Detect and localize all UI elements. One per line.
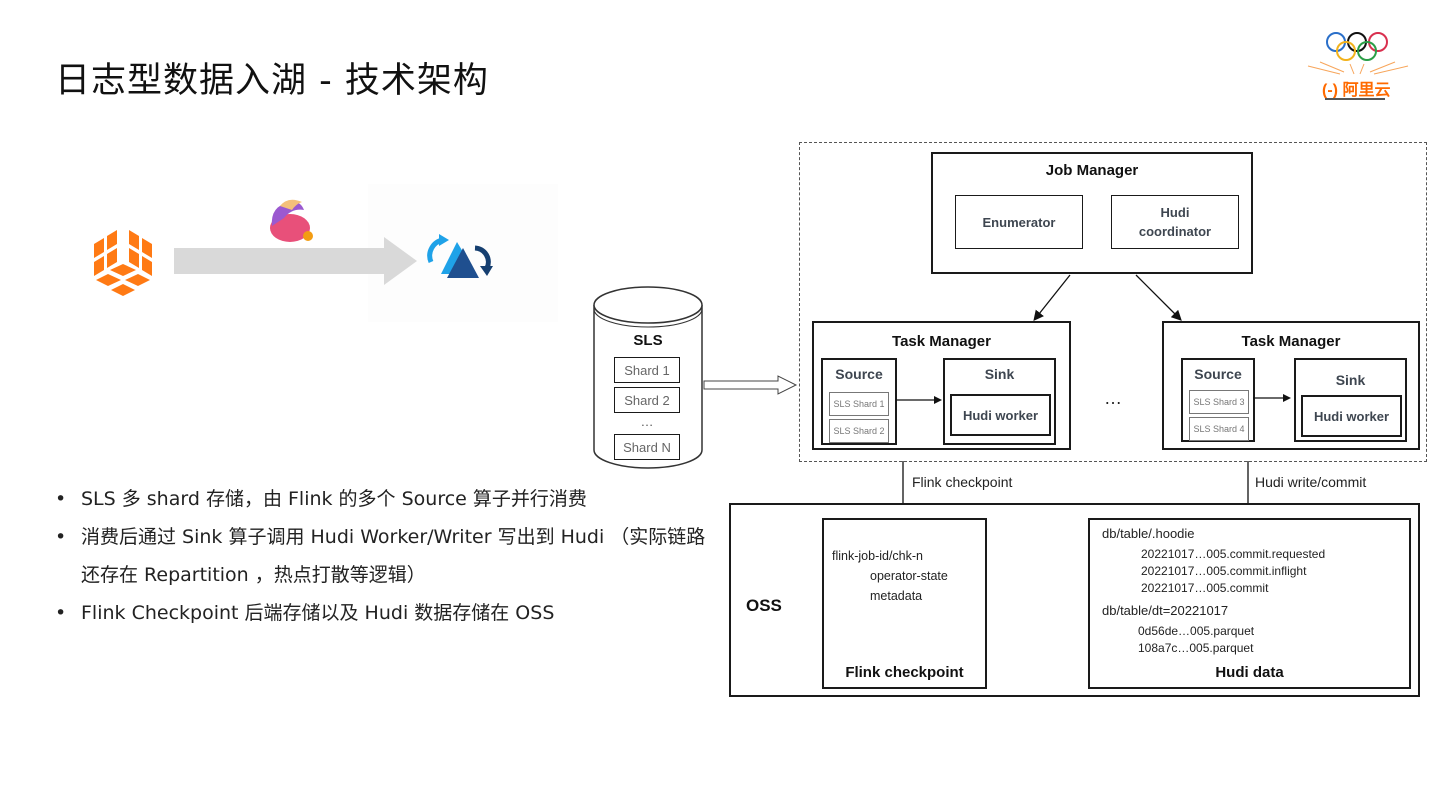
source-label: Source (1194, 366, 1242, 382)
sls-shard: Shard N (614, 434, 680, 460)
job-manager-box: Job Manager Enumerator Hudi coordinator (931, 152, 1253, 274)
arrow-to-tm2 (1135, 274, 1182, 321)
bullet-text: 消费后通过 Sink 算子调用 Hudi Worker/Writer 写出到 H… (81, 526, 706, 586)
task-manager-ellipsis: … (1104, 388, 1122, 408)
parquet-file: 0d56de…005.parquet (1138, 624, 1255, 638)
hoodie-file: 20221017…005.commit (1141, 581, 1269, 595)
sls-shard: Shard 1 (614, 357, 680, 383)
flink-checkpoint-title: Flink checkpoint (845, 664, 964, 681)
sink-box: Sink Hudi worker (943, 358, 1056, 445)
sls-shard: Shard 2 (614, 387, 680, 413)
jm-to-tm-arrows (1033, 274, 1182, 322)
checkpoint-path: flink-job-id/chk-n (832, 549, 924, 563)
task-manager-title: Task Manager (1241, 333, 1341, 350)
hoodie-file: 20221017…005.commit.requested (1141, 547, 1326, 561)
flow-arrow (174, 237, 417, 285)
alibaba-cloud-logo: (-) 阿里云 (1300, 26, 1415, 106)
bullet-text: Flink Checkpoint 后端存储以及 Hudi 数据存储在 OSS (81, 602, 555, 624)
coordinator-line2: coordinator (1138, 224, 1212, 239)
hudi-data-title: Hudi data (1215, 664, 1284, 681)
task-manager-title: Task Manager (892, 333, 991, 350)
sink-label: Sink (1335, 372, 1366, 388)
flink-cluster-boundary (799, 142, 1427, 462)
aliyun-brand-text: (-) 阿里云 (1322, 76, 1390, 100)
bullet-marker: • (55, 602, 67, 624)
partition-dir: db/table/dt=20221017 (1102, 603, 1229, 618)
hudi-data-box: db/table/.hoodie 20221017…005.commit.req… (1088, 518, 1411, 689)
task-manager-box: Task Manager Source SLS Shard 1 SLS Shar… (812, 321, 1071, 450)
hudi-worker-box: Hudi worker (950, 394, 1051, 436)
bullet-marker: • (55, 488, 67, 510)
page-title: 日志型数据入湖 - 技术架构 (55, 61, 489, 101)
arrow-to-tm1 (1033, 274, 1071, 322)
bullet-item: • 消费后通过 Sink 算子调用 Hudi Worker/Writer 写出到… (55, 518, 711, 594)
source-box: Source SLS Shard 1 SLS Shard 2 (821, 358, 897, 445)
sls-label: SLS (633, 332, 663, 349)
sls-shard-item: SLS Shard 2 (829, 419, 889, 443)
sls-shard-item: SLS Shard 4 (1189, 417, 1249, 441)
task-manager-box: Task Manager Source SLS Shard 3 SLS Shar… (1162, 321, 1420, 450)
hudi-coordinator-box: Hudi coordinator (1111, 195, 1239, 249)
hoodie-dir: db/table/.hoodie (1102, 526, 1195, 541)
source-label: Source (835, 366, 883, 382)
aliyun-bracket-icon: (-) (1322, 82, 1338, 99)
bullet-list: • SLS 多 shard 存储，由 Flink 的多个 Source 算子并行… (55, 480, 721, 632)
sls-cylinder (593, 286, 703, 469)
rays-icon (1307, 61, 1409, 75)
flink-checkpoint-box: flink-job-id/chk-n operator-state metada… (822, 518, 987, 689)
hudi-worker-box: Hudi worker (1301, 395, 1402, 437)
logo-tagline-line (1325, 98, 1385, 100)
aliyun-text: 阿里云 (1342, 82, 1391, 99)
commit-edge-label: Hudi write/commit (1255, 474, 1367, 490)
source-to-sink-arrow (896, 396, 942, 404)
sls-to-flink-arrow (703, 375, 798, 395)
sls-shard-ellipsis: … (640, 414, 654, 429)
job-manager-title: Job Manager (1045, 162, 1139, 179)
bullet-item: • SLS 多 shard 存储，由 Flink 的多个 Source 算子并行… (55, 480, 721, 518)
checkpoint-file: metadata (870, 589, 923, 603)
oss-box: OSS flink-job-id/chk-n operator-state me… (729, 503, 1420, 697)
bullet-text: SLS 多 shard 存储，由 Flink 的多个 Source 算子并行消费 (81, 488, 587, 510)
hoodie-file: 20221017…005.commit.inflight (1141, 564, 1307, 578)
bullet-item: • Flink Checkpoint 后端存储以及 Hudi 数据存储在 OSS (55, 594, 721, 632)
oss-label: OSS (746, 596, 782, 615)
checkpoint-edge-label: Flink checkpoint (912, 474, 1013, 490)
enumerator-box: Enumerator (955, 195, 1083, 249)
olympic-rings-icon (1326, 32, 1388, 61)
sls-shard-item: SLS Shard 3 (1189, 390, 1249, 414)
bullet-marker: • (55, 526, 67, 548)
parquet-file: 108a7c…005.parquet (1138, 641, 1254, 655)
sls-shard-item: SLS Shard 1 (829, 392, 889, 416)
sls-cube-icon (94, 230, 152, 296)
coordinator-line1: Hudi (1160, 205, 1190, 220)
flink-squirrel-icon (270, 199, 313, 242)
sink-box: Sink Hudi worker (1294, 358, 1407, 442)
checkpoint-file: operator-state (870, 569, 948, 583)
source-to-sink-arrow (1253, 394, 1291, 402)
hudi-icon (427, 234, 493, 278)
source-box: Source SLS Shard 3 SLS Shard 4 (1181, 358, 1255, 442)
sink-label: Sink (984, 366, 1015, 382)
